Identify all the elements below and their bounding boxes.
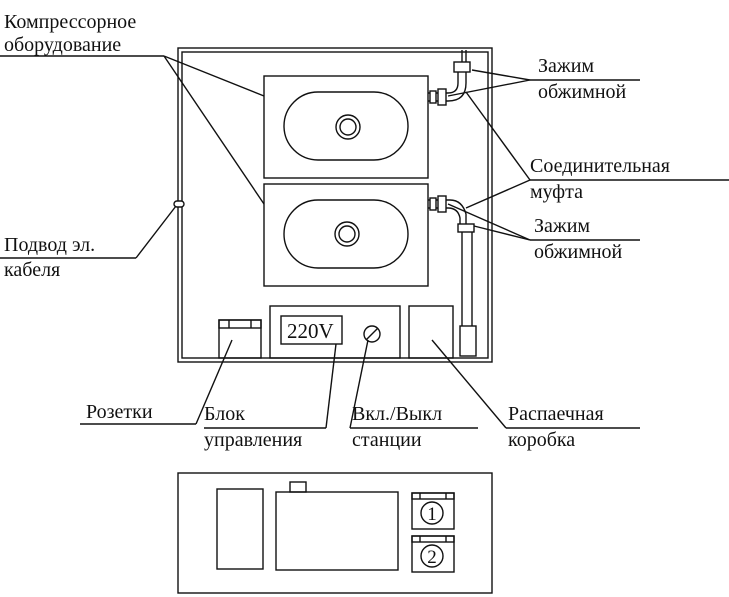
label-clamp-top-line2: обжимной xyxy=(538,81,627,103)
voltage-display: 220V xyxy=(287,319,334,343)
front-panel-view xyxy=(177,472,493,594)
label-junction-line1: Распаечная xyxy=(508,403,604,425)
socket-number-1: 1 xyxy=(427,504,437,525)
label-switch-line2: станции xyxy=(352,429,422,451)
label-compressor-line1: Компрессорное xyxy=(4,11,136,33)
label-coupling-line1: Соединительная xyxy=(530,155,670,177)
label-compressor-line2: оборудование xyxy=(4,34,121,56)
label-control-line2: управления xyxy=(204,429,302,451)
front-socket-1 xyxy=(411,492,455,530)
junction-box xyxy=(408,305,454,359)
compressor-unit-2 xyxy=(263,183,429,287)
label-clamp-bottom-line1: Зажим xyxy=(534,215,590,237)
front-socket-2 xyxy=(411,535,455,573)
compressor-unit-1 xyxy=(263,75,429,179)
label-clamp-top-line1: Зажим xyxy=(538,55,594,77)
sockets-block xyxy=(218,319,262,359)
label-sockets: Розетки xyxy=(86,401,153,423)
label-cable-line1: Подвод эл. xyxy=(4,234,95,256)
pipe-top xyxy=(428,50,471,106)
leader-lines xyxy=(0,55,729,429)
label-switch-line1: Вкл./Выкл xyxy=(352,403,442,425)
label-control-line1: Блок xyxy=(204,403,245,425)
label-clamp-bottom-line2: обжимной xyxy=(534,241,623,263)
socket-number-2: 2 xyxy=(427,547,437,568)
pipe-bottom xyxy=(428,195,477,357)
label-cable-line2: кабеля xyxy=(4,259,60,281)
label-coupling-line2: муфта xyxy=(530,181,583,203)
cable-inlet xyxy=(173,200,185,208)
label-junction-line2: коробка xyxy=(508,429,575,451)
